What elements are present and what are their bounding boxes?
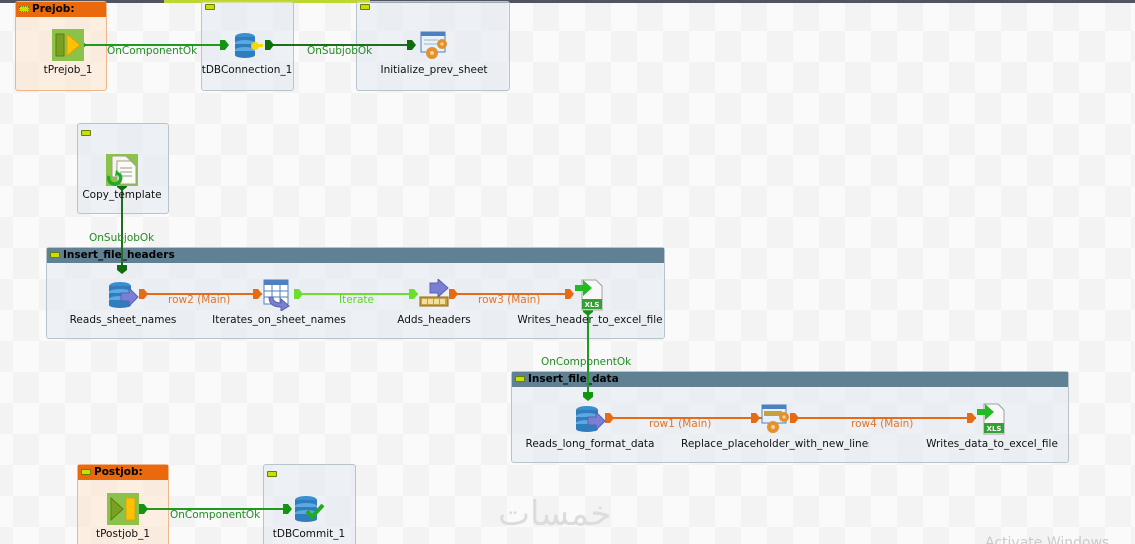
component-label: Copy_template <box>82 189 162 201</box>
component-label: Writes_data_to_excel_file <box>926 438 1058 450</box>
component-initialize-prev-sheet[interactable]: Initialize_prev_sheet <box>359 29 509 76</box>
db-input-icon <box>107 279 139 311</box>
component-tpostjob[interactable]: tPostjob_1 <box>48 493 198 540</box>
component-label: Adds_headers <box>397 314 471 326</box>
component-label: Reads_long_format_data <box>525 438 655 450</box>
component-label: Iterates_on_sheet_names <box>212 314 346 326</box>
subjob-title: Postjob: <box>94 466 143 478</box>
excel-output-icon: XLS <box>574 279 606 311</box>
component-label: Writes_header_to_excel_file <box>517 314 663 326</box>
link-label: OnComponentOk <box>107 45 198 57</box>
link-label: OnSubjobOk <box>307 45 373 57</box>
collapse-toggle-icon[interactable] <box>515 376 525 382</box>
collapse-toggle-icon[interactable] <box>205 4 215 10</box>
subjob-header[interactable]: Insert_file_data <box>512 372 1068 387</box>
component-reads-sheet-names[interactable]: Reads_sheet_names <box>48 279 198 326</box>
os-activation-watermark: Activate Windows <box>985 535 1110 544</box>
component-reads-long-format-data[interactable]: Reads_long_format_data <box>515 403 665 450</box>
subjob-header[interactable]: Insert_file_headers <box>47 248 664 263</box>
svg-text:XLS: XLS <box>585 301 600 309</box>
component-label: Replace_placeholder_with_new_lines <box>681 438 869 450</box>
collapse-toggle-icon[interactable] <box>19 6 29 12</box>
collapse-toggle-icon[interactable] <box>50 252 60 258</box>
subjob-insert-file-data[interactable]: Insert_file_data <box>511 371 1069 463</box>
subjob-header[interactable]: Postjob: <box>78 465 168 480</box>
link-label: OnSubjobOk <box>89 232 155 244</box>
svg-text:XLS: XLS <box>987 425 1002 433</box>
component-writes-header-to-excel-file[interactable]: XLS Writes_header_to_excel_file <box>515 279 665 326</box>
component-label: tPrejob_1 <box>43 64 93 76</box>
subjob-title: Prejob: <box>32 3 75 15</box>
component-adds-headers[interactable]: Adds_headers <box>359 277 509 326</box>
link-label: row2 (Main) <box>168 294 231 306</box>
file-copy-icon <box>106 154 138 186</box>
component-tdbcommit[interactable]: tDBCommit_1 <box>234 493 384 540</box>
link-label: row3 (Main) <box>478 294 541 306</box>
component-replace-placeholder[interactable]: Replace_placeholder_with_new_lines <box>681 403 869 450</box>
db-connection-icon <box>231 29 263 61</box>
collapse-toggle-icon[interactable] <box>360 4 370 10</box>
component-iterates-on-sheet-names[interactable]: Iterates_on_sheet_names <box>204 279 354 326</box>
collapse-toggle-icon[interactable] <box>267 471 277 477</box>
prejob-icon <box>52 29 84 61</box>
component-label: tDBConnection_1 <box>201 64 293 76</box>
component-copy-template[interactable]: Copy_template <box>47 154 197 201</box>
link-label: row4 (Main) <box>851 418 914 430</box>
subjob-title: Insert_file_data <box>528 373 619 385</box>
link-label: Iterate <box>339 294 375 306</box>
component-tdbconnection[interactable]: tDBConnection_1 <box>172 29 322 76</box>
collapse-toggle-icon[interactable] <box>81 130 91 136</box>
collapse-toggle-icon[interactable] <box>81 469 91 475</box>
component-tprejob[interactable]: tPrejob_1 <box>0 29 143 76</box>
component-label: tDBCommit_1 <box>272 528 346 540</box>
db-commit-icon <box>293 493 325 525</box>
db-input-icon <box>574 403 606 435</box>
fixed-flow-input-icon <box>418 277 450 311</box>
site-watermark: خمسات <box>498 494 612 534</box>
link-label: row1 (Main) <box>649 418 712 430</box>
link-label: OnComponentOk <box>541 356 632 368</box>
link-label: OnComponentOk <box>170 509 261 521</box>
editor-tab-bar <box>0 0 1135 3</box>
subjob-header[interactable]: Prejob: <box>16 2 106 17</box>
java-row-icon <box>759 403 791 435</box>
component-label: Reads_sheet_names <box>69 314 177 326</box>
component-label: tPostjob_1 <box>95 528 151 540</box>
component-label: Initialize_prev_sheet <box>380 64 488 76</box>
subjob-title: Insert_file_headers <box>63 249 175 261</box>
postjob-icon <box>107 493 139 525</box>
excel-output-icon: XLS <box>976 403 1008 435</box>
flow-to-iterate-icon <box>263 279 295 312</box>
component-writes-data-to-excel-file[interactable]: XLS Writes_data_to_excel_file <box>917 403 1067 450</box>
java-component-icon <box>418 29 450 61</box>
